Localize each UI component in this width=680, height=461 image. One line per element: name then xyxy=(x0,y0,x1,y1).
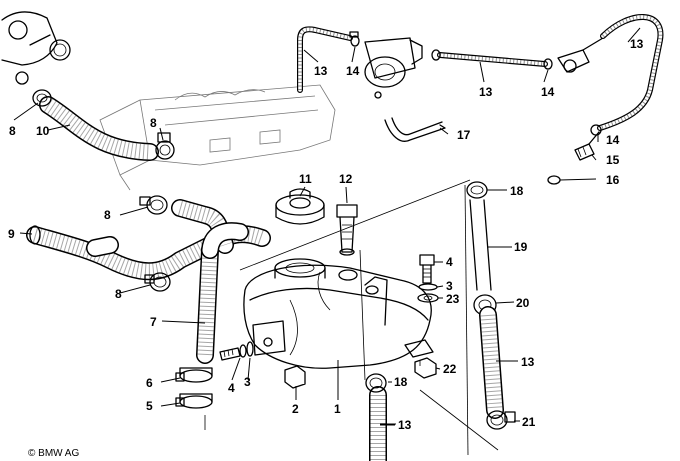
leader-lines xyxy=(13,27,641,426)
callout-15: 15 xyxy=(606,153,620,167)
callout-8a: 8 xyxy=(9,124,16,138)
nut-22 xyxy=(414,357,437,379)
thin-hose-13-top-left xyxy=(297,26,353,93)
callout-14d: 14 xyxy=(606,133,620,147)
thin-hose-13-top-right xyxy=(597,14,664,131)
strap-17 xyxy=(384,117,446,142)
callout-3b: 3 xyxy=(244,375,251,389)
engine-block xyxy=(99,84,336,191)
callout-21: 21 xyxy=(522,415,536,429)
washer-3-lower xyxy=(246,341,254,357)
callout-23: 23 xyxy=(446,292,460,306)
callout-5: 5 xyxy=(146,399,153,413)
callout-22: 22 xyxy=(443,362,457,376)
callout-8d: 8 xyxy=(115,287,122,301)
washer-16 xyxy=(547,175,561,185)
pipe-19 xyxy=(469,199,492,291)
hose-7 xyxy=(196,222,249,364)
screw-4-upper xyxy=(419,254,435,284)
bleed-valve-15 xyxy=(574,131,600,161)
clamp-8-upper xyxy=(155,132,175,160)
sensor-12 xyxy=(336,204,358,256)
callout-18b: 18 xyxy=(394,375,408,389)
water-pump-housing xyxy=(1,11,71,85)
callout-10: 10 xyxy=(36,124,50,138)
clamp-18-upper xyxy=(466,181,488,199)
clamp-5 xyxy=(175,393,213,430)
screw-4-lower xyxy=(219,344,247,361)
callout-20: 20 xyxy=(516,296,530,310)
copyright-text: © BMW AG xyxy=(28,448,79,459)
callout-4b: 4 xyxy=(228,381,235,395)
guide-line-diag xyxy=(419,389,499,451)
clamp-8-lower xyxy=(144,272,171,292)
nut-2 xyxy=(284,365,306,389)
callout-16: 16 xyxy=(606,173,620,187)
callout-14c: 14 xyxy=(541,85,555,99)
callout-18a: 18 xyxy=(510,184,524,198)
callout-4a: 4 xyxy=(446,255,453,269)
callout-8c: 8 xyxy=(104,208,111,222)
clamp-18-lower xyxy=(365,373,387,393)
callout-2: 2 xyxy=(292,402,299,416)
callout-13c: 13 xyxy=(479,85,493,99)
callout-17: 17 xyxy=(457,128,471,142)
callout-6: 6 xyxy=(146,376,153,390)
hose-13-right xyxy=(479,306,504,419)
callout-labels: 8 10 8 8 9 8 7 6 5 4 3 2 1 11 12 18 13 2… xyxy=(8,37,644,432)
callout-7: 7 xyxy=(150,315,157,329)
washer-3-upper xyxy=(418,283,438,291)
clamp-14a xyxy=(349,31,360,47)
callout-14b: 14 xyxy=(346,64,360,78)
clamp-14c xyxy=(543,58,553,70)
valve-top xyxy=(364,37,423,99)
cap-11 xyxy=(275,188,325,225)
expansion-tank xyxy=(243,258,434,369)
clamp-6 xyxy=(175,367,213,383)
guide-line-right xyxy=(464,184,469,456)
hose-10 xyxy=(39,96,159,161)
guide-line-tank xyxy=(359,249,366,381)
clamp-21 xyxy=(486,410,516,430)
callout-12: 12 xyxy=(339,172,353,186)
callout-13f: 13 xyxy=(398,418,412,432)
guide-line-top xyxy=(239,179,471,271)
callout-19: 19 xyxy=(514,240,528,254)
callout-11: 11 xyxy=(299,172,312,186)
callout-13d: 13 xyxy=(630,37,644,51)
callout-13b: 13 xyxy=(314,64,328,78)
callout-8b: 8 xyxy=(150,116,157,130)
callout-3a: 3 xyxy=(446,279,453,293)
clamp-8-middle xyxy=(139,195,168,215)
callout-13e: 13 xyxy=(521,355,535,369)
callout-9: 9 xyxy=(8,227,15,241)
callout-1: 1 xyxy=(334,402,341,416)
thin-hose-13-top-mid xyxy=(437,52,548,67)
clamp-14b xyxy=(431,49,441,61)
clamp-8-top-left xyxy=(32,89,52,107)
tee-connector xyxy=(557,37,604,73)
